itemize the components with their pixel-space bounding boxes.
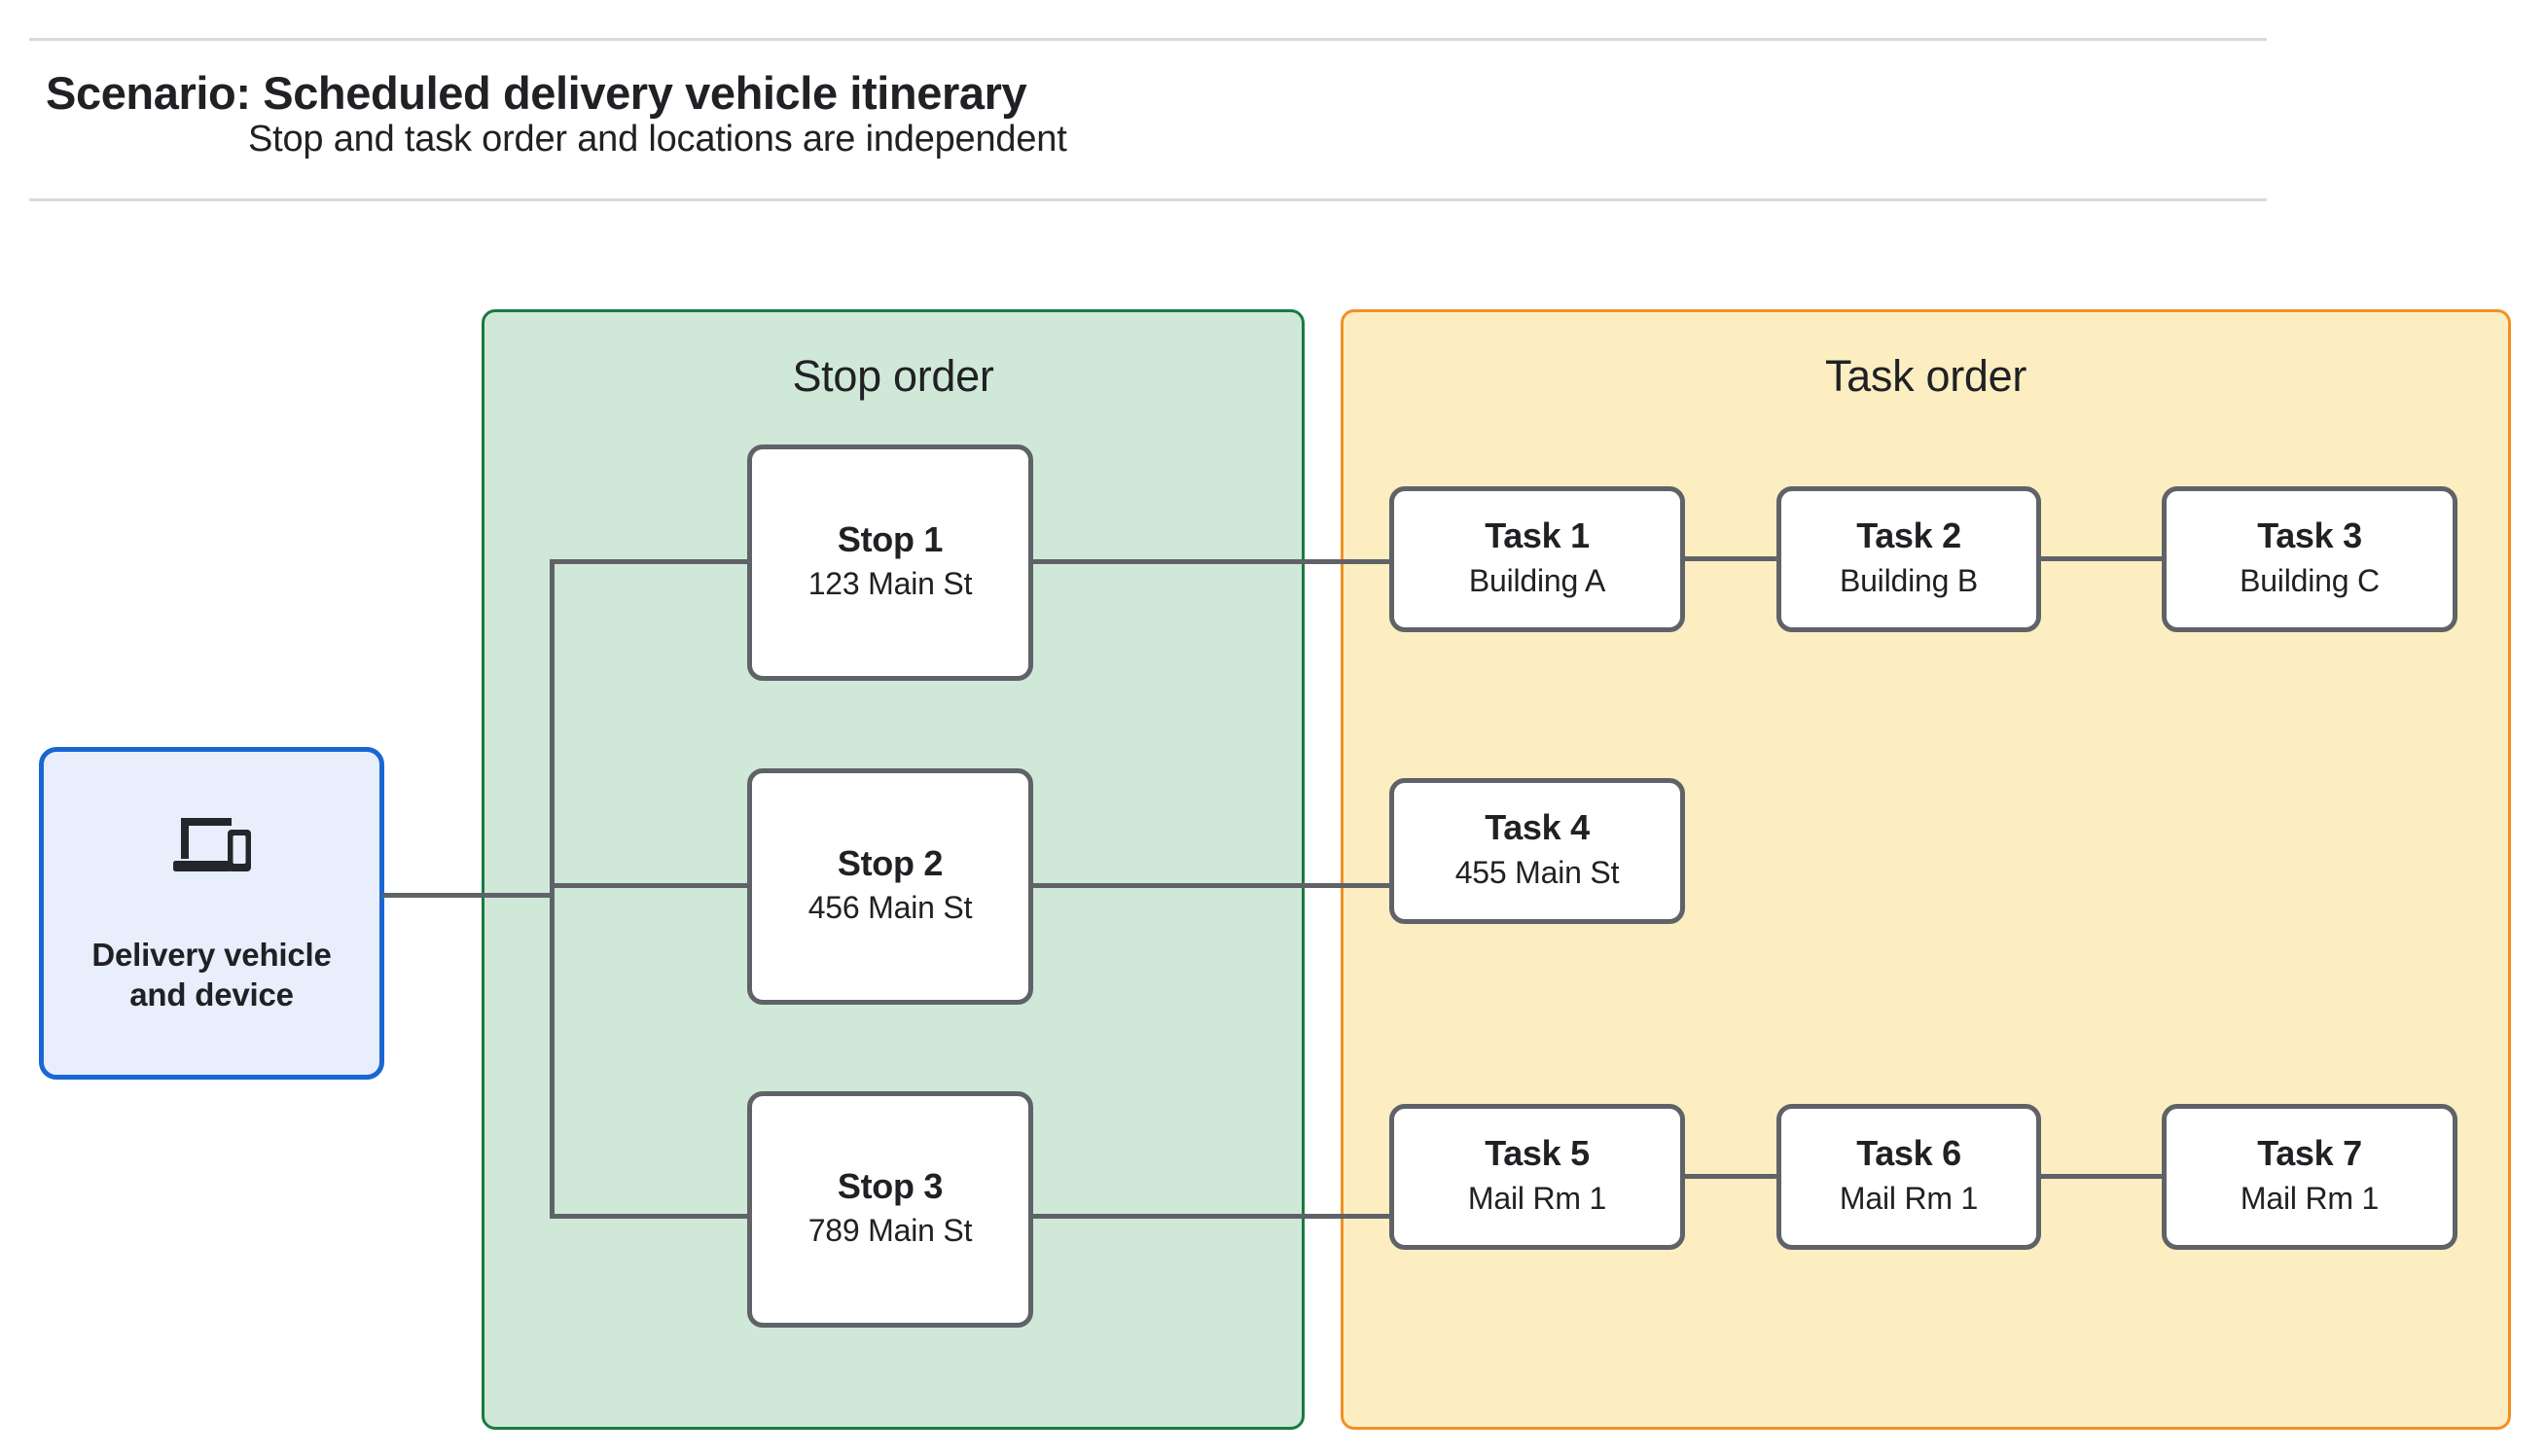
task-card-3[interactable]: Task 3 Building C <box>2162 486 2457 632</box>
connector-stop-trunk <box>550 559 555 1219</box>
task-card-title: Task 2 <box>1856 515 1961 556</box>
delivery-vehicle-label-line-1: Delivery vehicle <box>91 936 332 973</box>
connector-trunk-to-stop-2 <box>550 883 752 888</box>
task-order-panel-title: Task order <box>1824 351 2027 401</box>
connector-task-1-to-task-2 <box>1680 556 1781 561</box>
header-divider-top <box>29 38 2267 41</box>
stop-card-title: Stop 3 <box>837 1165 944 1206</box>
task-card-title: Task 1 <box>1485 515 1590 556</box>
task-card-title: Task 5 <box>1485 1133 1590 1174</box>
task-card-title: Task 3 <box>2257 515 2362 556</box>
connector-task-2-to-task-3 <box>2036 556 2167 561</box>
connector-stop-2-to-task-4 <box>1028 883 1394 888</box>
connector-stop-3-to-task-5 <box>1028 1214 1394 1219</box>
task-card-title: Task 4 <box>1485 807 1590 848</box>
connector-stop-1-to-task-1 <box>1028 559 1394 564</box>
delivery-vehicle-label: Delivery vehicle and device <box>91 936 332 1015</box>
task-card-1[interactable]: Task 1 Building A <box>1389 486 1685 632</box>
task-card-location: Mail Rm 1 <box>1467 1180 1607 1216</box>
task-card-4[interactable]: Task 4 455 Main St <box>1389 778 1685 924</box>
delivery-vehicle-card[interactable]: Delivery vehicle and device <box>39 747 384 1080</box>
connector-trunk-to-stop-3 <box>550 1214 752 1219</box>
delivery-vehicle-label-line-2: and device <box>129 976 294 1012</box>
devices-icon <box>171 812 253 879</box>
stop-card-title: Stop 1 <box>837 518 944 559</box>
task-card-7[interactable]: Task 7 Mail Rm 1 <box>2162 1104 2457 1250</box>
page-title: Scenario: Scheduled delivery vehicle iti… <box>46 67 1027 119</box>
stop-card-2[interactable]: Stop 2 456 Main St <box>747 768 1033 1005</box>
connector-task-5-to-task-6 <box>1680 1174 1781 1179</box>
connector-task-6-to-task-7 <box>2036 1174 2167 1179</box>
task-card-location: Building C <box>2240 562 2380 598</box>
connector-vehicle-to-trunk <box>382 893 554 898</box>
task-card-5[interactable]: Task 5 Mail Rm 1 <box>1389 1104 1685 1250</box>
task-card-location: Mail Rm 1 <box>1839 1180 1979 1216</box>
task-card-6[interactable]: Task 6 Mail Rm 1 <box>1776 1104 2041 1250</box>
stop-card-location: 123 Main St <box>807 566 973 602</box>
stop-card-location: 789 Main St <box>807 1213 973 1249</box>
stop-order-panel-title: Stop order <box>792 351 994 401</box>
stop-card-1[interactable]: Stop 1 123 Main St <box>747 444 1033 681</box>
task-card-location: 455 Main St <box>1454 854 1620 890</box>
task-card-title: Task 6 <box>1856 1133 1961 1174</box>
connector-trunk-to-stop-1 <box>550 559 752 564</box>
stop-card-location: 456 Main St <box>807 890 973 926</box>
task-card-location: Building A <box>1468 562 1606 598</box>
task-card-title: Task 7 <box>2257 1133 2362 1174</box>
stop-card-title: Stop 2 <box>837 842 944 883</box>
task-card-location: Building B <box>1839 562 1979 598</box>
header-divider-bottom <box>29 198 2267 201</box>
stop-card-3[interactable]: Stop 3 789 Main St <box>747 1091 1033 1328</box>
page-subtitle: Stop and task order and locations are in… <box>248 119 1067 160</box>
task-card-location: Mail Rm 1 <box>2240 1180 2380 1216</box>
task-card-2[interactable]: Task 2 Building B <box>1776 486 2041 632</box>
